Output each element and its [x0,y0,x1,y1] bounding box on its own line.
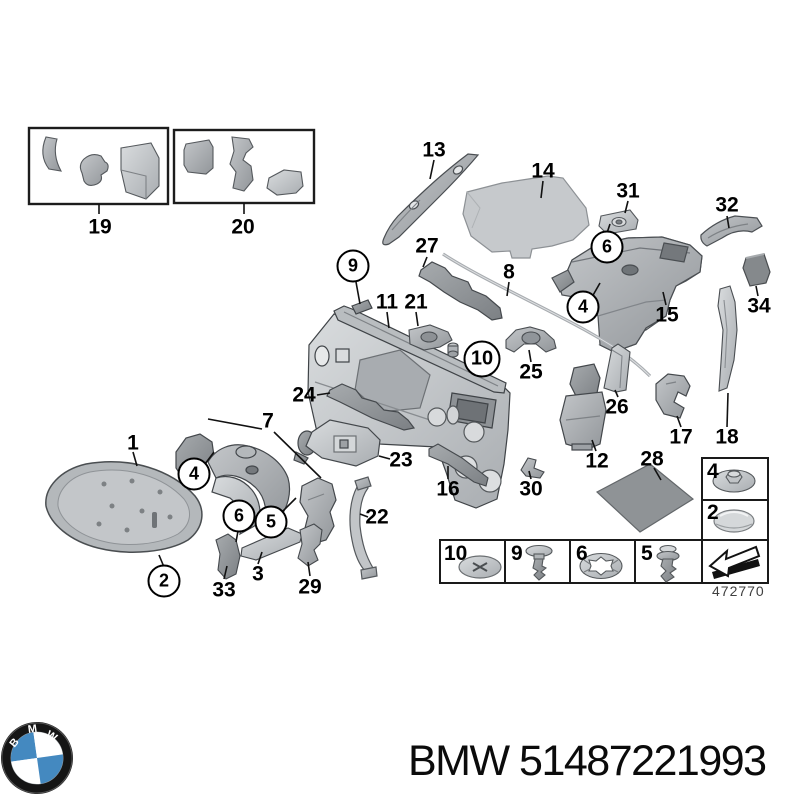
part-20-shapes [183,136,304,196]
callout-30: 30 [519,477,543,501]
part-34-shape [742,253,771,287]
callout-27: 27 [415,234,439,258]
fastener-grommet-icon [458,555,502,579]
part-21-shape [408,324,459,358]
fastener-lockwasher-icon [579,552,623,580]
callout-31: 31 [616,179,640,203]
callout-7: 7 [262,409,274,433]
part-14-shape [462,175,590,259]
part-28-shape [595,463,695,533]
callout-28: 28 [640,447,664,471]
callout-12: 12 [585,449,609,473]
part-30-shape [520,457,545,479]
part-18-shape [717,285,738,392]
callout-32: 32 [715,193,739,217]
callout-23: 23 [389,448,413,472]
callout-16: 16 [436,477,460,501]
bmw-logo: B M W [0,722,73,794]
part-33-shape [215,533,241,580]
part-number-text: BMW 51487221993 [408,737,767,785]
fastener-cover-cap-icon [713,509,755,533]
callout-13: 13 [422,138,446,162]
callout-circle-6-top: 6 [590,230,624,264]
callout-circle-5: 5 [254,505,288,539]
part-27-shape [418,261,503,321]
table-label-2: 2 [707,501,719,524]
callout-circle-6-left: 6 [222,499,256,533]
callout-8: 8 [503,260,515,284]
part-26-shape [603,343,631,393]
part-17-shape [655,373,691,419]
logo-letter-m: M [27,723,38,736]
part-19-shapes [42,136,160,200]
callout-21: 21 [404,290,428,314]
part-16-shape [428,443,489,487]
callout-26: 26 [605,395,629,419]
part-12-shape [559,363,607,451]
part-1-hood-panel-shape [45,461,203,553]
part-32-shape [700,215,763,247]
part-25-shape [505,326,557,353]
callout-19: 19 [88,215,112,239]
part-3-shape [240,527,303,561]
callout-circle-4-top: 4 [566,290,600,324]
callout-circle-9: 9 [336,249,370,283]
continuation-arrow-icon [708,545,761,579]
callout-11: 11 [375,290,399,314]
callout-circle-4-left: 4 [177,457,211,491]
callout-22: 22 [365,505,389,529]
fastener-washer-nut-icon [712,469,756,493]
callout-20: 20 [231,215,255,239]
callout-18: 18 [715,425,739,449]
callout-17: 17 [669,425,693,449]
table-label-4: 4 [707,460,719,483]
callout-circle-2: 2 [147,564,181,598]
callout-33: 33 [212,578,236,602]
part-23-shape [293,419,381,467]
callout-14: 14 [531,159,555,183]
diagram-sheet-number: 472770 [712,583,765,599]
callout-34: 34 [747,294,771,318]
callout-1: 1 [127,431,139,455]
table-label-10: 10 [444,542,468,565]
part-24-shape [326,383,416,431]
callout-29: 29 [298,575,322,599]
callout-circle-10: 10 [463,340,501,378]
callout-3: 3 [252,562,264,586]
table-label-9: 9 [511,542,523,565]
part-29-shape [297,523,323,567]
fastener-rivet-icon [525,544,553,581]
callout-15: 15 [655,303,679,327]
callout-25: 25 [519,360,543,384]
part-22-shape [349,476,378,580]
part-13-shape [382,153,480,246]
fastener-expanding-rivet-icon [656,544,680,583]
table-label-5: 5 [641,542,653,565]
leader-lines [98,159,759,580]
callout-24: 24 [292,383,316,407]
table-label-6: 6 [576,542,588,565]
